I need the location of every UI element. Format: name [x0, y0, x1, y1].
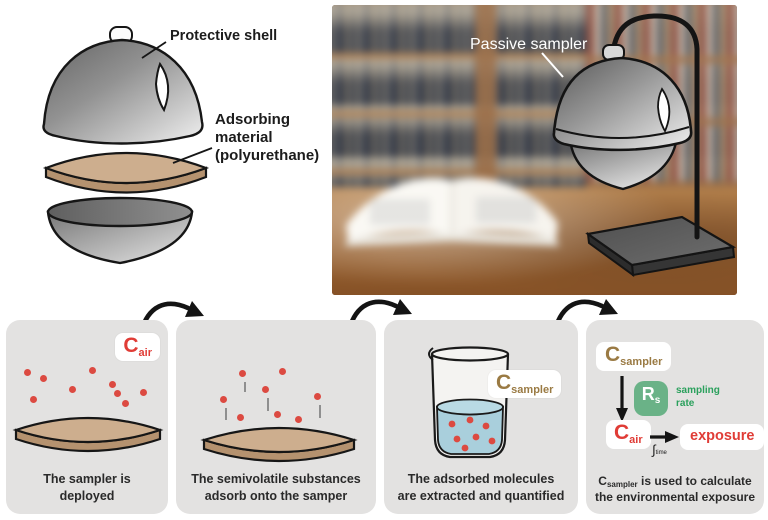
- adsorbing-label-line3: (polyurethane): [215, 147, 319, 164]
- shell-highlight: [154, 61, 170, 113]
- step-caption: The adsorbed molecules are extracted and…: [397, 472, 565, 503]
- c-air-subscript: air: [138, 347, 152, 359]
- molecule-dot: [30, 396, 37, 403]
- adsorption-trace: [225, 408, 227, 420]
- molecule-dot: [488, 437, 496, 445]
- process-step-1: Cair The sampler is deployed: [6, 320, 168, 514]
- molecule-dot: [461, 444, 469, 452]
- sampling-rate-label: sampling rate: [676, 385, 720, 409]
- molecule-dot: [237, 414, 244, 421]
- protective-shell-dome: [42, 38, 204, 145]
- library-photo: Passive sampler: [332, 5, 737, 295]
- molecule-dot: [114, 390, 121, 397]
- shell-leader-line: [141, 41, 167, 59]
- c-sampler-symbol: C: [496, 371, 512, 394]
- molecule-dot: [122, 400, 129, 407]
- molecule-dot: [482, 422, 490, 430]
- c-air-box: Cair: [606, 420, 651, 449]
- photo-leader-line: [541, 52, 564, 78]
- adsorbing-leader-line: [172, 147, 213, 164]
- sampler-dome-brim-line: [555, 126, 690, 139]
- c-sampler-box: Csampler: [596, 342, 672, 371]
- adsorbent-disc-top: [42, 151, 210, 185]
- open-book: [344, 177, 560, 247]
- process-step-3: Csampler The adsorbed molecules are extr…: [384, 320, 578, 514]
- molecule-dot: [40, 375, 47, 382]
- molecule-dot: [453, 435, 461, 443]
- passive-sampler-label: Passive sampler: [470, 36, 588, 53]
- adsorbent-disc: [200, 426, 358, 463]
- integral-over-time: ∫time: [652, 442, 667, 457]
- down-arrow: [616, 376, 628, 422]
- molecule-dot: [89, 367, 96, 374]
- sampler-dome: [552, 56, 693, 152]
- beaker: [428, 346, 510, 459]
- molecule-dot: [314, 393, 321, 400]
- bottom-bowl-opening: [46, 196, 194, 228]
- molecule-dot: [279, 368, 286, 375]
- molecule-dot: [472, 433, 480, 441]
- process-step-4: Csampler Rs sampling rate Cair ∫time exp…: [586, 320, 765, 514]
- exposure-box: exposure: [680, 424, 765, 450]
- c-air-symbol: C: [123, 334, 139, 357]
- molecule-dot: [239, 370, 246, 377]
- c-sampler-subscript: sampler: [511, 384, 554, 396]
- exploded-sampler-diagram: Protective shell Adsorbing material (pol…: [42, 26, 319, 265]
- adsorption-trace: [267, 398, 269, 411]
- sampler-highlight: [657, 87, 671, 133]
- step-caption: The semivolatile substances adsorb onto …: [191, 472, 361, 503]
- c-sampler-tag: Csampler: [488, 370, 562, 398]
- molecule-dot: [262, 386, 269, 393]
- molecule-dot: [466, 416, 474, 424]
- stand-rod: [610, 13, 700, 240]
- molecule-dot: [220, 396, 227, 403]
- process-step-2: The semivolatile substances adsorb onto …: [176, 320, 376, 514]
- adsorption-trace: [244, 382, 246, 392]
- sampling-rate-box: Rs: [634, 381, 668, 416]
- c-air-tag: Cair: [115, 333, 160, 361]
- adsorption-trace: [319, 405, 321, 418]
- adsorbing-label-line1: Adsorbing: [215, 111, 290, 128]
- molecule-dot: [140, 389, 147, 396]
- adsorbing-label-line2: material: [215, 129, 273, 146]
- adsorbent-disc: [12, 416, 164, 453]
- protective-shell-label: Protective shell: [170, 28, 277, 44]
- molecule-dot: [295, 416, 302, 423]
- molecule-dot: [448, 420, 456, 428]
- molecule-dot: [109, 381, 116, 388]
- molecule-dot: [69, 386, 76, 393]
- right-arrow: [650, 431, 679, 443]
- step-caption: The sampler is deployed: [43, 472, 131, 503]
- step-caption: Csampler is used to calculate the enviro…: [594, 473, 756, 505]
- molecule-dot: [24, 369, 31, 376]
- passive-sampler-illustration: Passive sampler: [470, 13, 737, 278]
- molecule-dot: [274, 411, 281, 418]
